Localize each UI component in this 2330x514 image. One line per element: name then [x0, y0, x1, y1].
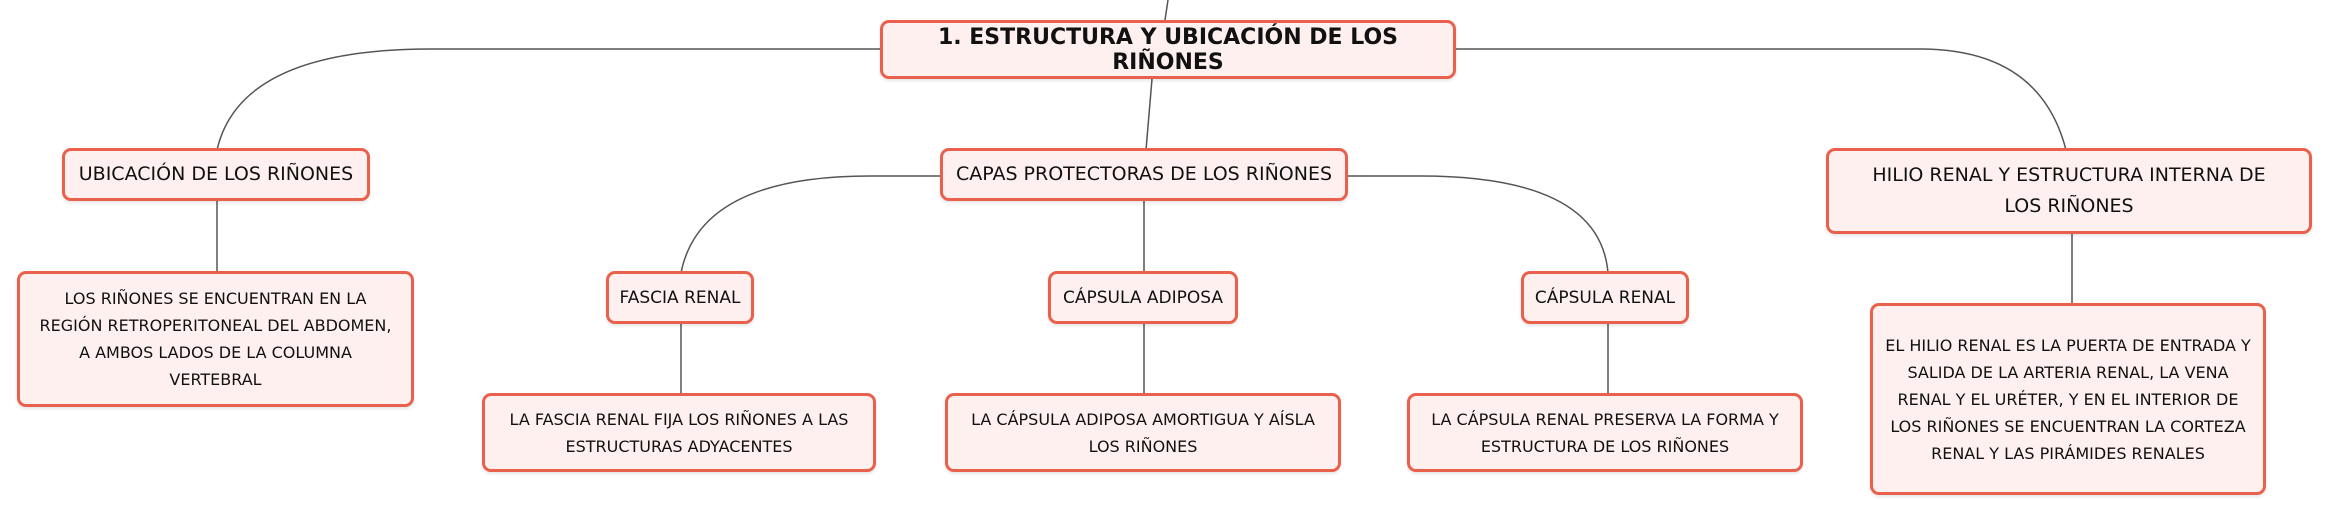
topic-ubicacion-label: UBICACIÓN DE LOS RIÑONES: [78, 163, 354, 185]
topic-capas-protectoras[interactable]: CAPAS PROTECTORAS DE LOS RIÑONES: [940, 148, 1348, 201]
connector-root-ubicacion: [216, 48, 880, 151]
topic-hilio-label: HILIO RENAL Y ESTRUCTURA INTERNA DE LOS …: [1872, 164, 2266, 217]
connector-capas-renal: [1348, 175, 1609, 274]
topic-capas-label: CAPAS PROTECTORAS DE LOS RIÑONES: [955, 163, 1333, 185]
detail-ubicacion-text: LOS RIÑONES SE ENCUENTRAN EN LA REGIÓN R…: [39, 289, 392, 389]
detail-ubicacion[interactable]: LOS RIÑONES SE ENCUENTRAN EN LA REGIÓN R…: [17, 271, 414, 407]
subtopic-adiposa-label: CÁPSULA ADIPOSA: [1063, 287, 1223, 308]
detail-adiposa-text: LA CÁPSULA ADIPOSA AMORTIGUA Y AÍSLA LOS…: [971, 409, 1315, 456]
detail-hilio-text: EL HILIO RENAL ES LA PUERTA DE ENTRADA Y…: [1885, 335, 2251, 463]
detail-capsula-adiposa[interactable]: LA CÁPSULA ADIPOSA AMORTIGUA Y AÍSLA LOS…: [945, 393, 1341, 472]
connector-capas-fascia: [680, 175, 942, 274]
detail-renal-text: LA CÁPSULA RENAL PRESERVA LA FORMA Y EST…: [1431, 409, 1779, 456]
subtopic-fascia-renal[interactable]: FASCIA RENAL: [606, 271, 754, 324]
detail-capsula-renal[interactable]: LA CÁPSULA RENAL PRESERVA LA FORMA Y EST…: [1407, 393, 1803, 472]
root-topic-label: 1. ESTRUCTURA Y UBICACIÓN DE LOS RIÑONES: [937, 24, 1399, 75]
connector-root-capas: [1145, 78, 1153, 151]
topic-hilio-renal[interactable]: HILIO RENAL Y ESTRUCTURA INTERNA DE LOS …: [1826, 148, 2312, 234]
subtopic-capsula-renal[interactable]: CÁPSULA RENAL: [1521, 271, 1689, 324]
connector-root-top: [1164, 0, 1169, 21]
detail-fascia-text: LA FASCIA RENAL FIJA LOS RIÑONES A LAS E…: [509, 409, 849, 456]
subtopic-capsula-adiposa[interactable]: CÁPSULA ADIPOSA: [1048, 271, 1238, 324]
root-topic[interactable]: 1. ESTRUCTURA Y UBICACIÓN DE LOS RIÑONES: [880, 20, 1456, 79]
topic-ubicacion[interactable]: UBICACIÓN DE LOS RIÑONES: [62, 148, 370, 201]
subtopic-fascia-label: FASCIA RENAL: [619, 287, 741, 308]
detail-fascia-renal[interactable]: LA FASCIA RENAL FIJA LOS RIÑONES A LAS E…: [482, 393, 876, 472]
subtopic-renal-label: CÁPSULA RENAL: [1534, 287, 1676, 308]
detail-hilio-renal[interactable]: EL HILIO RENAL ES LA PUERTA DE ENTRADA Y…: [1870, 303, 2266, 495]
connector-root-hilio: [1456, 48, 2067, 151]
